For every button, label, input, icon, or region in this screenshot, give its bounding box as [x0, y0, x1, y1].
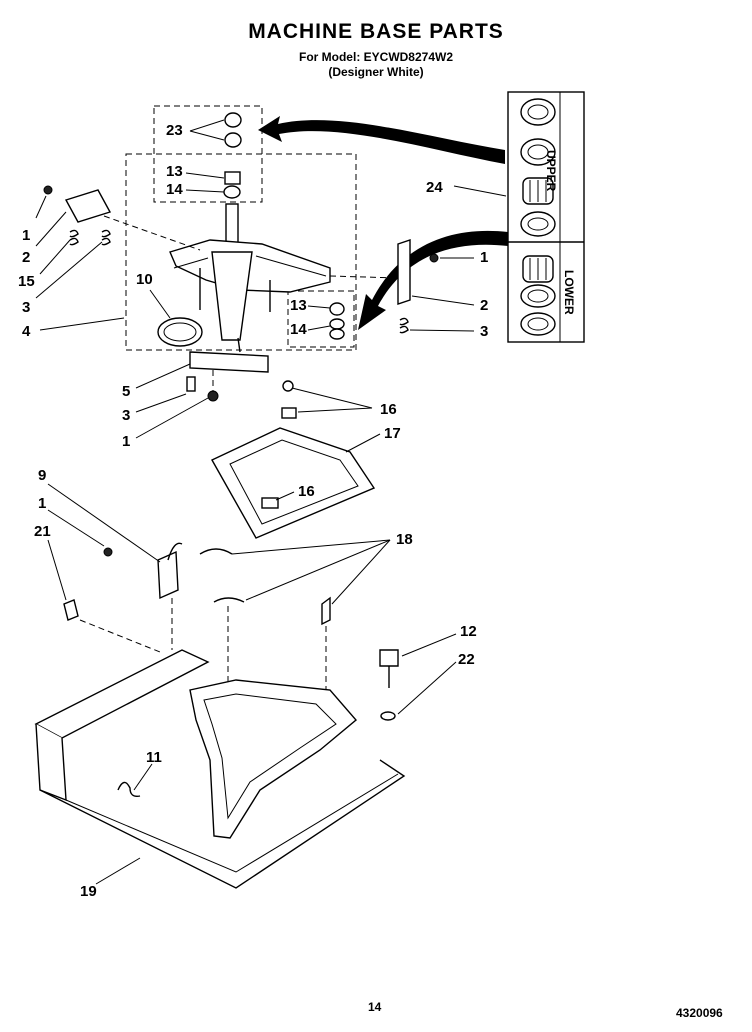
callout-1b: 1 — [480, 249, 489, 266]
callout-16: 16 — [380, 401, 397, 418]
drive-strap — [189, 351, 269, 373]
gearcase-box — [125, 153, 357, 351]
page-title: MACHINE BASE PARTS — [248, 20, 504, 43]
callout-23: 23 — [166, 122, 183, 139]
kit-lower-label: LOWER — [562, 270, 576, 315]
callout-1c: 1 — [122, 433, 131, 450]
left-bracket — [43, 185, 201, 251]
callout-13: 13 — [166, 163, 183, 180]
leader-lines — [35, 119, 507, 885]
callout-15: 15 — [18, 273, 35, 290]
callout-24: 24 — [426, 179, 443, 196]
callout-5: 5 — [122, 383, 131, 400]
callout-10: 10 — [136, 271, 153, 288]
page-number: 14 — [368, 1000, 382, 1014]
callout-16b: 16 — [298, 483, 315, 500]
lower-bearings — [329, 302, 345, 340]
callout-18: 18 — [396, 531, 413, 548]
callout-3b: 3 — [480, 323, 489, 340]
clip-18c — [321, 596, 331, 626]
model-color: (Designer White) — [328, 65, 424, 79]
callout-1: 1 — [22, 227, 31, 244]
kit-upper-label: UPPER — [544, 150, 558, 192]
gearcase — [169, 203, 331, 353]
leveling-bracket — [63, 542, 183, 653]
seal-ring — [157, 317, 203, 347]
washer — [380, 711, 396, 721]
callout-21: 21 — [34, 523, 51, 540]
model-number: For Model: EYCWD8274W2 — [298, 50, 454, 64]
callout-1d: 1 — [38, 495, 47, 512]
bearing-kit-box — [507, 91, 585, 343]
clip-18b — [213, 597, 245, 603]
machine-base — [34, 649, 406, 889]
document-number: 4320096 — [676, 1006, 723, 1020]
bolt — [379, 649, 399, 667]
callout-3c: 3 — [122, 407, 131, 424]
upper-arrow-icon — [258, 116, 505, 164]
callout-2b: 2 — [480, 297, 489, 314]
callout-17: 17 — [384, 425, 401, 442]
right-bracket — [329, 239, 439, 334]
callout-4: 4 — [22, 323, 31, 340]
lower-bearing-box — [287, 290, 355, 348]
callout-14b: 14 — [290, 321, 307, 338]
callout-13b: 13 — [290, 297, 307, 314]
callout-19: 19 — [80, 883, 97, 900]
callout-14: 14 — [166, 181, 183, 198]
upper-bearings — [223, 112, 242, 199]
callout-2: 2 — [22, 249, 31, 266]
callout-22: 22 — [458, 651, 475, 668]
callout-11: 11 — [146, 749, 162, 766]
callout-12: 12 — [460, 623, 477, 640]
kit-bearings — [520, 98, 556, 336]
callout-3: 3 — [22, 299, 31, 316]
clip-18a — [199, 548, 233, 555]
callout-9: 9 — [38, 467, 47, 484]
suspension-frame — [211, 380, 376, 539]
lower-arrow-icon — [358, 230, 508, 330]
